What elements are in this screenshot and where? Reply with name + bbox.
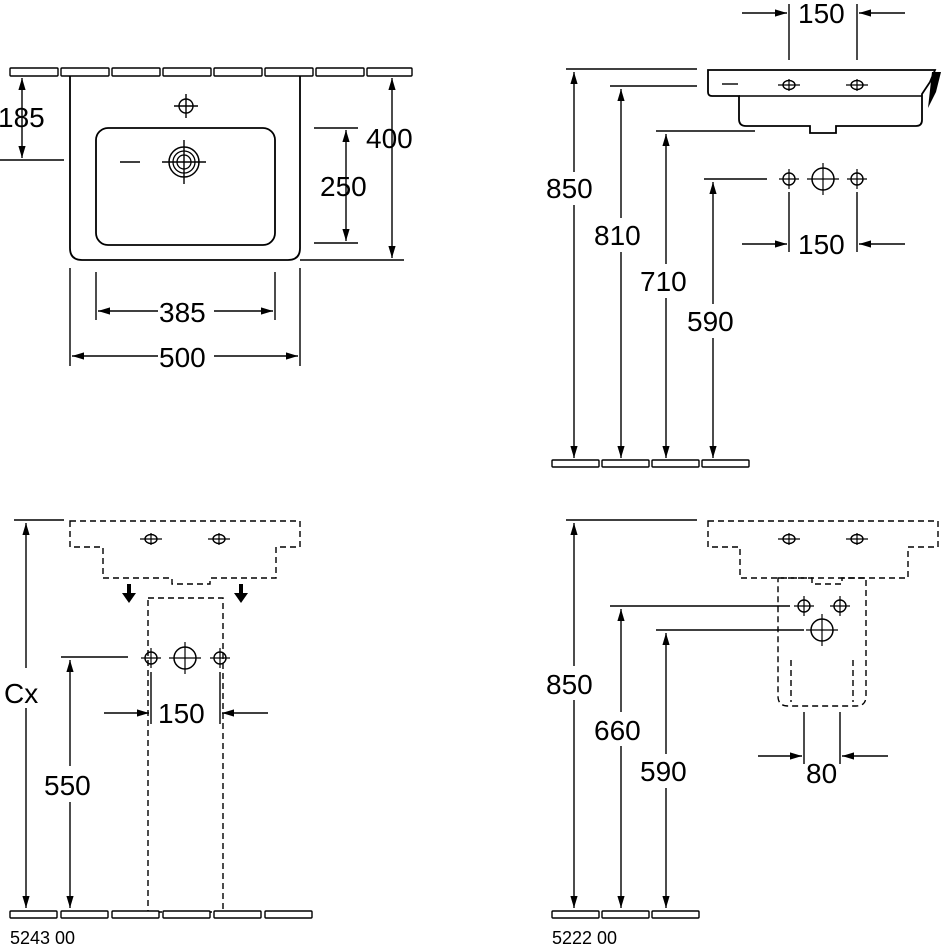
dim-400-label: 400 (366, 123, 413, 154)
drain-icon (120, 140, 206, 184)
semi-pedestal-outline-dashed (777, 577, 867, 707)
floor-strip (551, 459, 750, 468)
waste-connection-icon (168, 641, 202, 675)
basin-profile (707, 69, 937, 134)
basin-outline-dashed (69, 520, 301, 585)
dim-590-label: 590 (640, 756, 687, 787)
waste-connection-icon (805, 613, 839, 647)
tap-hole-icon (207, 532, 231, 546)
tap-hole-icon (845, 532, 869, 546)
dim-850-label: 850 (546, 173, 593, 204)
floor-strip (9, 910, 313, 919)
supply-connection-icon (846, 168, 868, 190)
tap-hole-icon (174, 94, 198, 118)
waste-connection-icon (806, 162, 840, 196)
tap-hole-icon (777, 532, 801, 546)
dim-590-label: 590 (687, 306, 734, 337)
dim-150-bottom-label: 150 (798, 229, 845, 260)
dim-cx-label: Cx (4, 678, 38, 709)
semi-pedestal-view: 80 850 660 590 5222 00 (546, 519, 939, 945)
tap-hole-icon (777, 78, 801, 92)
dim-850-label: 850 (546, 669, 593, 700)
floor-strip (551, 910, 700, 919)
wall-strip (9, 67, 413, 77)
basin-outline-dashed (707, 520, 939, 585)
dim-550-label: 550 (44, 770, 91, 801)
dim-710-label: 710 (640, 266, 687, 297)
dim-500-label: 500 (159, 342, 206, 373)
basin-bowl (95, 127, 276, 246)
arrow-down-icon (234, 584, 248, 603)
arrow-down-icon (122, 584, 136, 603)
supply-connection-icon (209, 647, 231, 669)
top-view: 185 400 250 385 500 (0, 67, 413, 373)
product-code: 5243 00 (10, 928, 75, 945)
dim-250-label: 250 (320, 171, 367, 202)
supply-connection-icon (140, 647, 162, 669)
dim-660-label: 660 (594, 715, 641, 746)
tap-hole-icon (139, 532, 163, 546)
pedestal-outline-dashed (147, 597, 224, 913)
supply-connection-icon (793, 595, 815, 617)
dim-150-top-label: 150 (798, 0, 845, 29)
dim-185-label: 185 (0, 102, 45, 133)
pedestal-view: 150 Cx 550 5243 00 (4, 519, 313, 945)
dim-150-label: 150 (158, 698, 205, 729)
dim-80-label: 80 (806, 758, 837, 789)
dim-385-label: 385 (159, 297, 206, 328)
tap-hole-icon (845, 78, 869, 92)
product-code: 5222 00 (552, 928, 617, 945)
supply-connection-icon (829, 595, 851, 617)
side-view: 150 150 850 810 710 590 (546, 0, 941, 468)
supply-connection-icon (778, 168, 800, 190)
dim-810-label: 810 (594, 220, 641, 251)
basin-outline (69, 76, 301, 261)
